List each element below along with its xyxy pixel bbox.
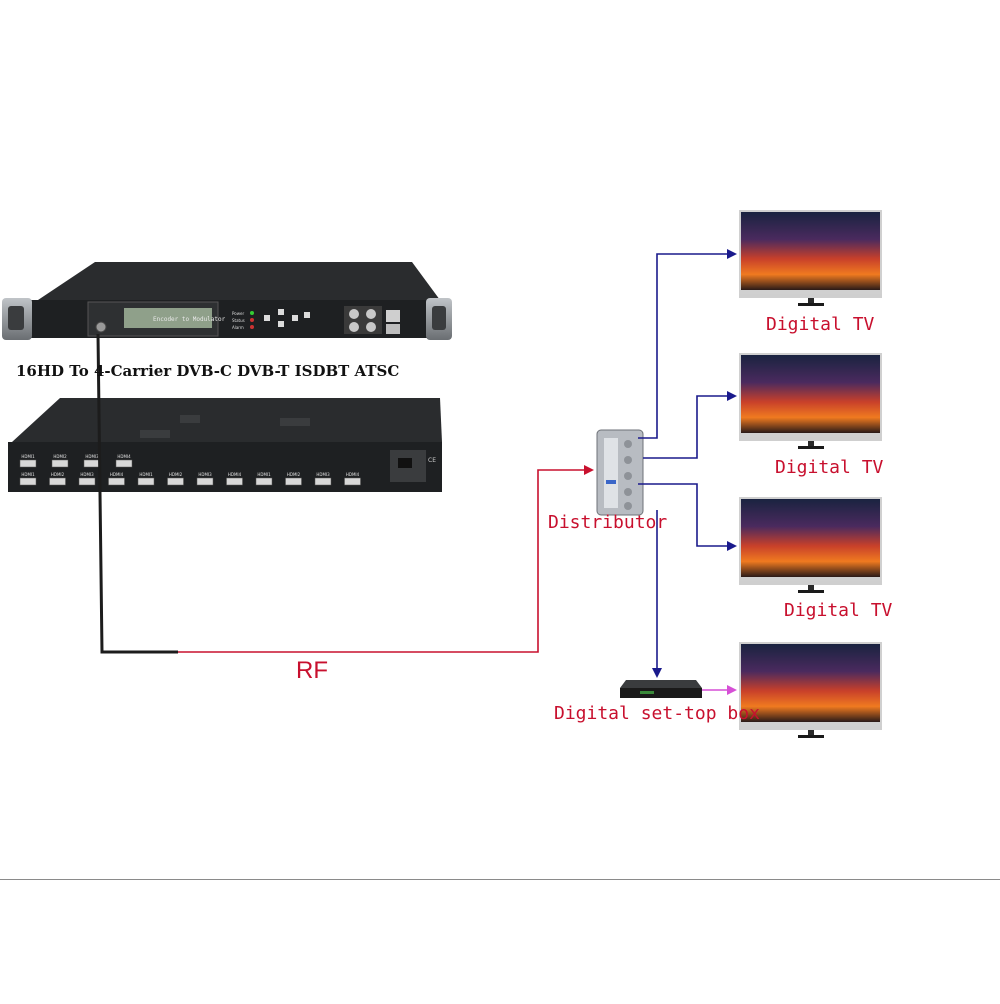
top-hdmi-port-4: HDMI4 xyxy=(115,454,133,468)
hdmi-top-row: HDMI1 HDMI2 HDMI3 HDMI4 xyxy=(19,454,133,468)
device-caption: 16HD To 4-Carrier DVB-C DVB-T ISDBT ATSC xyxy=(16,362,400,380)
tv-group xyxy=(739,210,882,738)
bnc-ports-icon xyxy=(344,306,382,334)
lcd-title: Encoder to Modulator xyxy=(153,316,226,323)
svg-text:CE: CE xyxy=(428,457,436,464)
bottom-hdmi-port-8: HDMI4 xyxy=(226,472,243,486)
bottom-hdmi-port-4: HDMI4 xyxy=(108,472,125,486)
hdmi-port-label: HDMI4 xyxy=(117,454,131,459)
tv-4-icon xyxy=(739,642,882,738)
tv1-link xyxy=(638,249,737,439)
hdmi-port-label: HDMI1 xyxy=(257,472,271,477)
rf-label: RF xyxy=(296,657,328,684)
bottom-hdmi-port-12: HDMI4 xyxy=(344,472,361,486)
tv-1-icon xyxy=(739,210,882,306)
f-connector-icon xyxy=(95,321,107,333)
tv3-link xyxy=(638,483,737,551)
coax-cable xyxy=(96,333,178,654)
hdmi-port-label: HDMI1 xyxy=(139,472,153,477)
hdmi-port-label: HDMI4 xyxy=(228,472,242,477)
bottom-hdmi-port-5: HDMI1 xyxy=(137,472,155,486)
hdmi-port-label: HDMI3 xyxy=(85,454,99,459)
bottom-hdmi-port-6: HDMI2 xyxy=(167,472,184,486)
hdmi-port-label: HDMI3 xyxy=(198,472,212,477)
hdmi-port-label: HDMI2 xyxy=(287,472,301,477)
ethernet-port-icon xyxy=(386,310,400,322)
tv2-label: Digital TV xyxy=(775,457,884,478)
top-hdmi-port-1: HDMI1 xyxy=(19,454,37,468)
hdmi-port-label: HDMI4 xyxy=(346,472,360,477)
hdmi-bottom-row: HDMI1 HDMI2 HDMI3 HDMI4 HDMI1 HDMI2 HDMI3 HDMI4… xyxy=(19,472,361,486)
encoder-front-panel: Encoder to Modulator Power Status Alarm xyxy=(2,262,452,340)
top-hdmi-port-2: HDMI2 xyxy=(51,454,69,468)
tv-3-icon xyxy=(739,497,882,593)
bottom-hdmi-port-11: HDMI3 xyxy=(314,472,332,486)
tv3-label: Digital TV xyxy=(784,600,893,621)
led-status-label: Status xyxy=(232,318,245,323)
set-top-box-label: Digital set-top box xyxy=(554,703,760,724)
bottom-hdmi-port-9: HDMI1 xyxy=(255,472,273,486)
distributor-label: Distributor xyxy=(548,512,668,533)
bottom-divider xyxy=(0,879,1000,880)
hdmi-port-label: HDMI3 xyxy=(80,472,94,477)
tv1-label: Digital TV xyxy=(766,314,875,335)
bottom-hdmi-port-10: HDMI2 xyxy=(285,472,302,486)
lcd-screen xyxy=(124,308,212,328)
rf-line xyxy=(178,465,594,653)
hdmi-port-label: HDMI3 xyxy=(316,472,330,477)
bottom-hdmi-port-7: HDMI3 xyxy=(196,472,214,486)
bottom-hdmi-port-1: HDMI1 xyxy=(19,472,37,486)
hdmi-port-label: HDMI4 xyxy=(110,472,124,477)
tv-2-icon xyxy=(739,353,882,449)
bottom-hdmi-port-3: HDMI3 xyxy=(78,472,96,486)
tv2-link xyxy=(643,391,737,459)
hdmi-port-label: HDMI2 xyxy=(169,472,183,477)
set-top-box-icon xyxy=(620,680,702,698)
hdmi-port-label: HDMI2 xyxy=(51,472,65,477)
bottom-hdmi-port-2: HDMI2 xyxy=(49,472,66,486)
hdmi-port-label: HDMI1 xyxy=(21,454,35,459)
keypad-icon xyxy=(264,309,310,327)
hdmi-port-label: HDMI1 xyxy=(21,472,35,477)
led-alarm-label: Alarm xyxy=(232,325,244,330)
distributor-icon xyxy=(596,429,644,516)
hdmi-port-label: HDMI2 xyxy=(53,454,67,459)
top-hdmi-port-3: HDMI3 xyxy=(83,454,101,468)
led-power-label: Power xyxy=(232,311,244,316)
